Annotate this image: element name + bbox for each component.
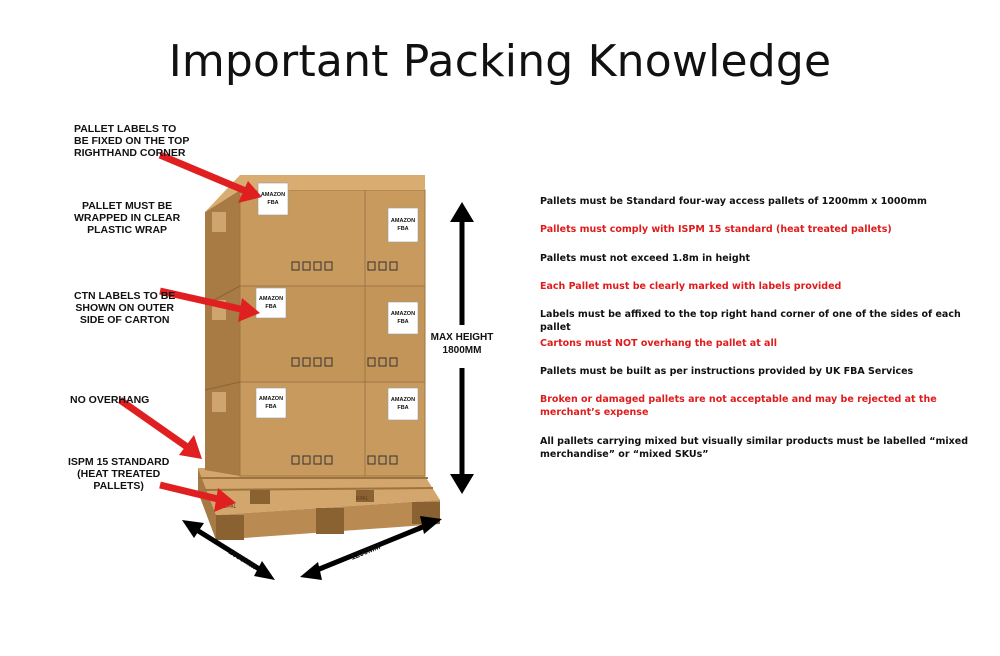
rule-item: Cartons must NOT overhang the pallet at … — [540, 337, 970, 350]
callout-plastic-wrap: PALLET MUST BE WRAPPED IN CLEAR PLASTIC … — [74, 200, 180, 236]
rule-item: Broken or damaged pallets are not accept… — [540, 393, 970, 419]
pallet: EPAL EPAL — [198, 468, 440, 540]
rule-item: Pallets must be built as per instruction… — [540, 365, 970, 378]
carton-label: AMAZON FBA — [256, 388, 286, 418]
callout-ctn-labels: CTN LABELS TO BE SHOWN ON OUTER SIDE OF … — [74, 290, 175, 326]
pallet-stamp: EPAL — [356, 496, 369, 502]
max-height-label: MAX HEIGHT — [431, 332, 494, 343]
svg-text:FBA: FBA — [265, 404, 276, 410]
depth-label: 1000MM — [227, 547, 258, 571]
svg-text:AMAZON: AMAZON — [259, 296, 283, 302]
svg-text:AMAZON: AMAZON — [259, 396, 283, 402]
rule-item: Pallets must not exceed 1.8m in height — [540, 252, 970, 265]
callout-no-overhang: NO OVERHANG — [70, 394, 149, 406]
carton-label: AMAZON FBA — [388, 388, 418, 420]
callout-pallet-labels: PALLET LABELS TO BE FIXED ON THE TOP RIG… — [74, 123, 189, 159]
svg-text:AMAZON: AMAZON — [391, 397, 415, 403]
carton-label: AMAZON FBA — [256, 288, 286, 318]
rule-item: Labels must be affixed to the top right … — [540, 308, 970, 334]
rule-item: All pallets carrying mixed but visually … — [540, 435, 970, 461]
svg-text:FBA: FBA — [397, 319, 408, 325]
svg-text:FBA: FBA — [397, 405, 408, 411]
rule-item: Pallets must comply with ISPM 15 standar… — [540, 223, 970, 236]
callout-ispm: ISPM 15 STANDARD (HEAT TREATED PALLETS) — [68, 456, 169, 492]
carton-label: AMAZON FBA — [388, 302, 418, 334]
max-height-value: 1800MM — [443, 345, 482, 356]
label-line2: FBA — [267, 200, 278, 206]
label-line1: AMAZON — [261, 192, 285, 198]
rule-item: Pallets must be Standard four-way access… — [540, 195, 970, 208]
svg-text:AMAZON: AMAZON — [391, 311, 415, 317]
svg-text:FBA: FBA — [397, 226, 408, 232]
carton-label: AMAZON FBA — [258, 183, 288, 215]
red-arrow-icon — [120, 400, 202, 459]
svg-text:FBA: FBA — [265, 304, 276, 310]
carton-label: AMAZON FBA — [388, 208, 418, 242]
svg-text:AMAZON: AMAZON — [391, 218, 415, 224]
width-label: 1200MM — [349, 542, 382, 562]
rule-item: Each Pallet must be clearly marked with … — [540, 280, 970, 293]
